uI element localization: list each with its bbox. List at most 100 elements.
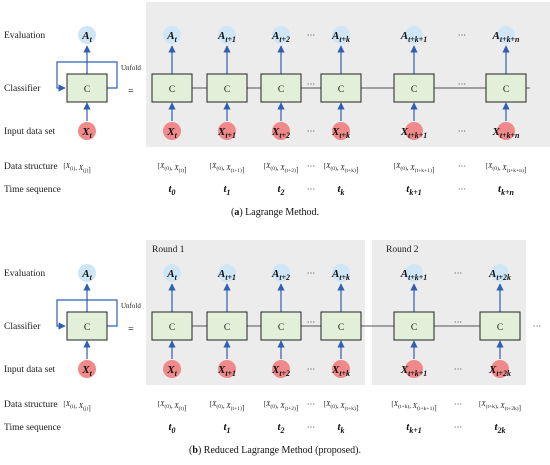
row-label-classifier: Classifier: [4, 83, 41, 94]
eval-label-4: At+k+1: [400, 268, 428, 282]
structure-label-2: [X(0), X(t+2)]: [264, 162, 299, 174]
row-label-structure: Data structure: [4, 162, 58, 172]
classifier-label-2: C: [278, 85, 284, 95]
input-circle-0: [163, 122, 181, 140]
eval-label-5: At+2k: [488, 268, 511, 282]
input-label-3: Xt+k: [331, 364, 350, 378]
eval-circle-1: [218, 264, 236, 282]
ellipsis-0-4: ···: [307, 184, 316, 194]
folded-classifier-box: [66, 311, 108, 341]
structure-label-5: [X(t+k), X(t+2k)]: [479, 400, 521, 412]
eval-label-2: At+2: [271, 268, 290, 282]
folded-input-circle: [78, 360, 96, 378]
input-label-3: Xt+k: [331, 126, 350, 140]
eval-circle-5: [497, 26, 515, 44]
round-1-label: Round 1: [152, 245, 185, 255]
structure-label-5: [X(0), X(t+k+n)]: [486, 162, 526, 174]
input-label-4: Xt+k+1: [400, 126, 428, 140]
classifier-box-0: [151, 73, 193, 103]
ellipsis-1-0: ···: [454, 268, 463, 278]
time-label-3: tk: [337, 183, 344, 197]
time-label-4: tk+1: [406, 183, 422, 197]
time-label-4: tk+1: [406, 421, 422, 435]
ellipsis-1-4: ···: [458, 184, 467, 194]
classifier-box-5: [485, 73, 527, 103]
structure-label-3: [X(0), X(t+k)]: [324, 400, 359, 412]
eval-label-3: At+k: [331, 268, 350, 282]
classifier-box-4: [393, 73, 435, 103]
folded-eval-label: At: [81, 268, 92, 282]
ellipsis-0-3: ···: [307, 399, 316, 409]
row-label-time: Time sequence: [4, 185, 61, 195]
row-label-evaluation: Evaluation: [4, 31, 45, 41]
ellipsis-1-2: ···: [458, 126, 467, 136]
eval-label-1: At+1: [217, 268, 236, 282]
folded-classifier-box: [66, 73, 108, 103]
ellipsis-1-4: ···: [454, 422, 463, 432]
input-circle-2: [272, 122, 290, 140]
folded-input-circle: [78, 122, 96, 140]
time-label-0: t0: [168, 421, 175, 435]
classifier-label-1: C: [224, 323, 230, 333]
input-circle-1: [218, 122, 236, 140]
row-label-input: Input data set: [4, 365, 56, 375]
eval-label-0: At: [166, 30, 177, 44]
folded-classifier-label: C: [84, 323, 90, 333]
classifier-box-1: [206, 73, 248, 103]
structure-label-2: [X(0), X(t+2)]: [264, 400, 299, 412]
eval-circle-5: [491, 264, 509, 282]
equals-sign: =: [128, 324, 134, 335]
round-2-label: Round 2: [386, 245, 419, 255]
ellipsis-0-1: ···: [307, 79, 316, 89]
unfold-label: Unfold: [121, 302, 141, 310]
classifier-label-0: C: [169, 85, 175, 95]
folded-classifier-label: C: [84, 85, 90, 95]
eval-label-2: At+2: [271, 30, 290, 44]
input-label-0: Xt: [166, 126, 177, 140]
classifier-box-0: [151, 311, 193, 341]
eval-circle-4: [405, 264, 423, 282]
input-circle-3: [332, 360, 350, 378]
ellipsis-1-1: ···: [458, 79, 467, 89]
input-label-2: Xt+2: [271, 364, 290, 378]
row-label-time: Time sequence: [4, 423, 61, 433]
classifier-label-0: C: [169, 323, 175, 333]
classifier-box-2: [260, 311, 302, 341]
eval-circle-0: [163, 26, 181, 44]
classifier-label-3: C: [338, 323, 344, 333]
time-label-3: tk: [337, 421, 344, 435]
time-label-5: tk+n: [498, 183, 515, 197]
structure-label-1: [X(0), X(t+1)]: [210, 400, 245, 412]
input-circle-4: [405, 360, 423, 378]
ellipsis-0-2: ···: [307, 364, 316, 374]
folded-eval-circle: [78, 264, 96, 282]
row-label-classifier: Classifier: [4, 321, 41, 332]
structure-label-3: [X(0), X(t+k)]: [324, 162, 359, 174]
eval-circle-1: [218, 26, 236, 44]
eval-circle-4: [405, 26, 423, 44]
input-circle-5: [497, 122, 515, 140]
folded-input-label: Xt: [81, 126, 92, 140]
eval-circle-3: [332, 264, 350, 282]
ellipsis-1-3: ···: [454, 399, 463, 409]
classifier-box-4: [393, 311, 435, 341]
input-circle-3: [332, 122, 350, 140]
input-label-1: Xt+1: [217, 126, 236, 140]
time-label-2: t2: [277, 183, 284, 197]
eval-circle-2: [272, 264, 290, 282]
input-label-2: Xt+2: [271, 126, 290, 140]
structure-label-1: [X(0), X(t+1)]: [210, 162, 245, 174]
eval-circle-0: [163, 264, 181, 282]
eval-circle-2: [272, 26, 290, 44]
structure-label-0: [X(0), X(t)]: [158, 400, 187, 412]
input-label-0: Xt: [166, 364, 177, 378]
input-circle-4: [405, 122, 423, 140]
folded-input-label: Xt: [81, 364, 92, 378]
ellipsis-0-1: ···: [307, 317, 316, 327]
time-label-5: t2k: [495, 421, 506, 435]
ellipsis-1-1: ···: [454, 317, 463, 327]
classifier-label-5: C: [497, 323, 503, 333]
